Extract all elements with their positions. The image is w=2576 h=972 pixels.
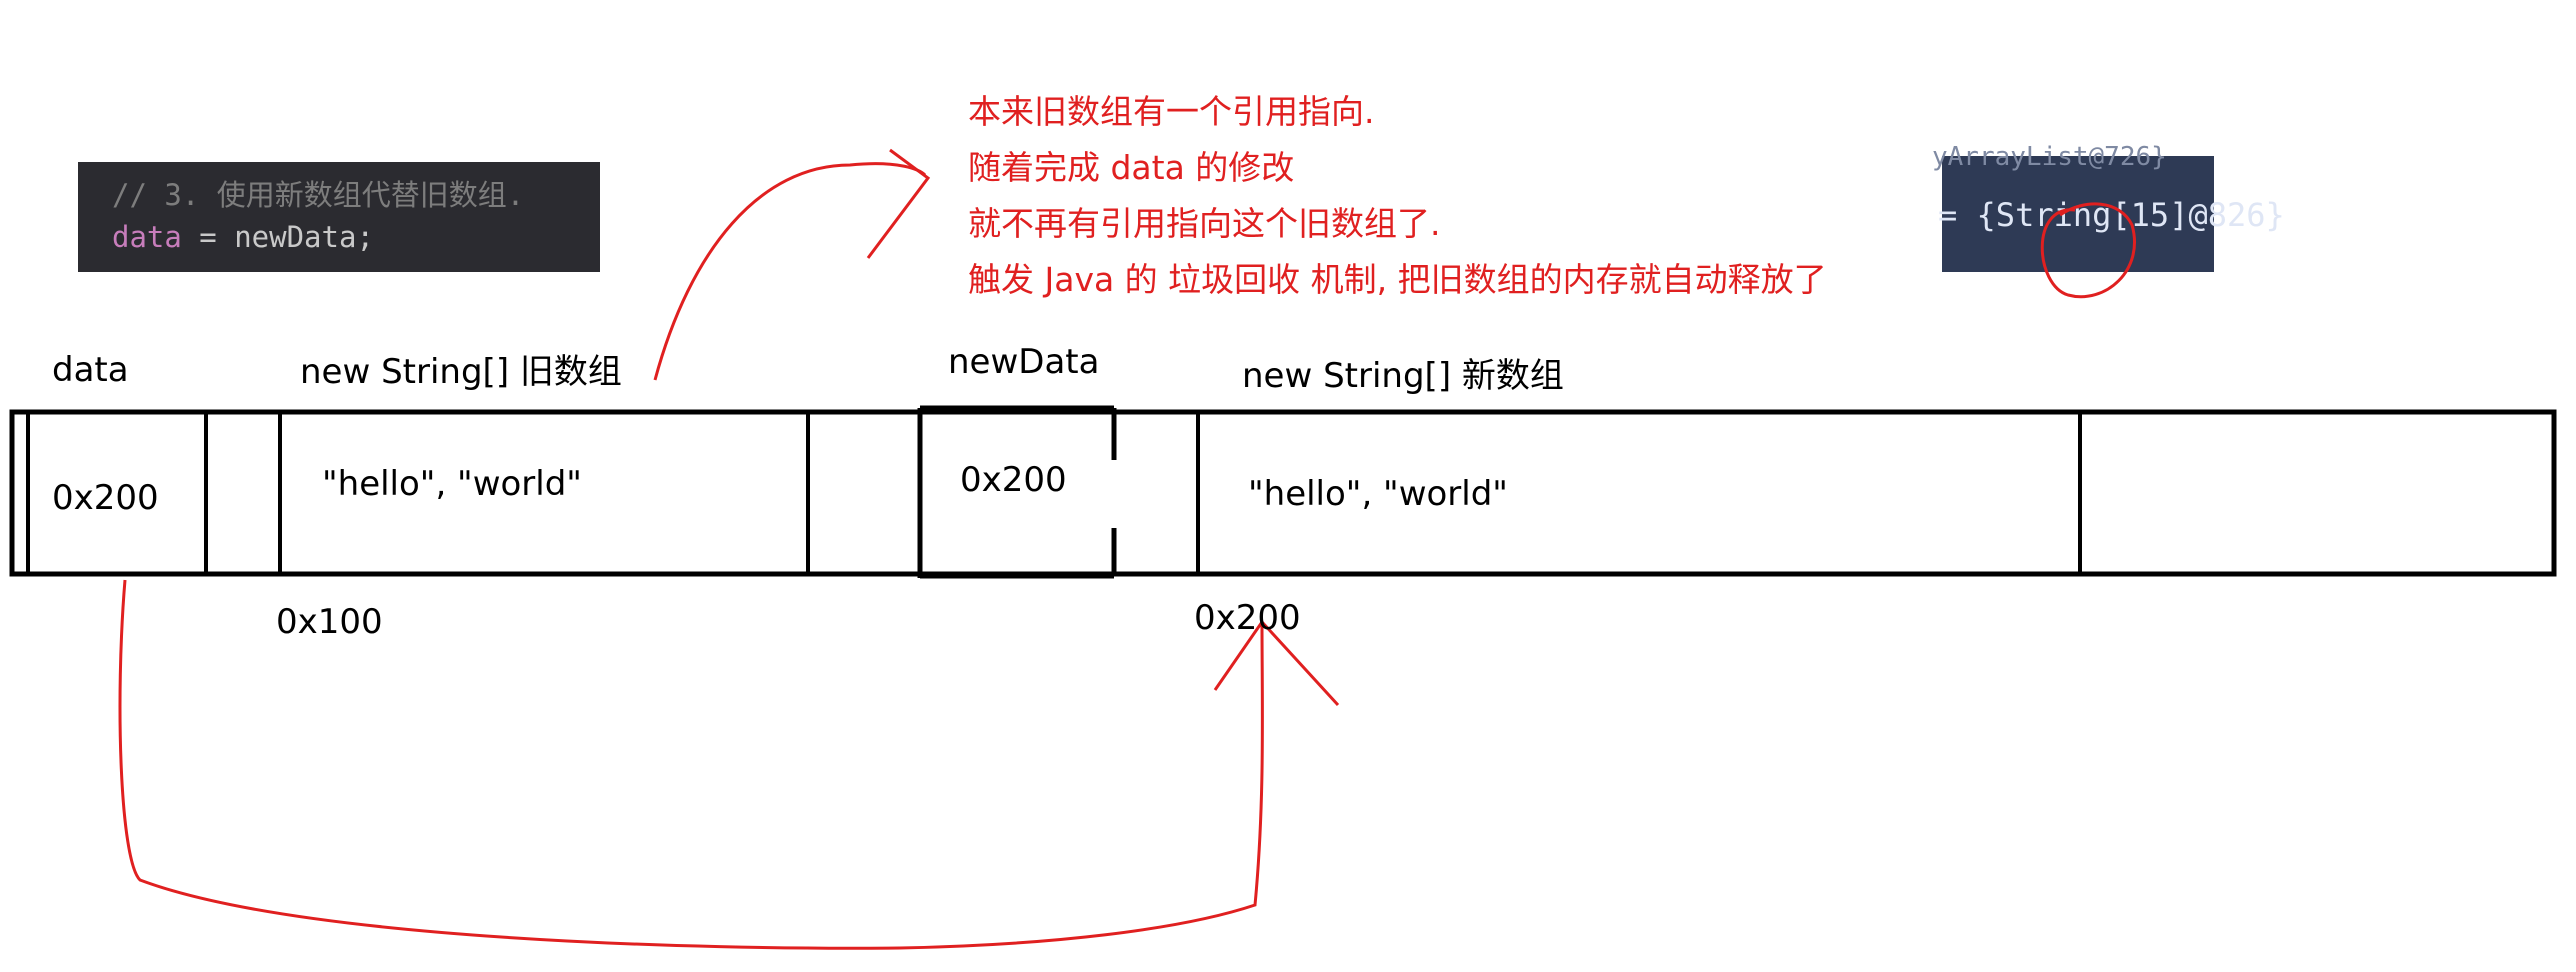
label-new-array: new String[] 新数组 — [1242, 356, 1564, 396]
label-old-array: new String[] 旧数组 — [300, 352, 622, 392]
code-snippet: // 3. 使用新数组代替旧数组. data = newData; — [78, 162, 600, 272]
newdata-cell-value: 0x200 — [960, 460, 1067, 500]
label-data: data — [52, 350, 129, 390]
code-statement: data = newData; — [112, 220, 374, 254]
note-line-2: 随着完成 data 的修改 — [968, 148, 1295, 187]
note-arrow — [653, 162, 927, 381]
note-line-3: 就不再有引用指向这个旧数组了. — [968, 204, 1441, 243]
new-array-address: 0x200 — [1194, 598, 1301, 638]
old-array-content: "hello", "world" — [322, 464, 582, 504]
label-newdata: newData — [948, 342, 1100, 382]
note-line-4: 触发 Java 的 垃圾回收 机制, 把旧数组的内存就自动释放了 — [968, 260, 1827, 299]
debug-highlight-circle — [2040, 202, 2136, 299]
old-array-address: 0x100 — [276, 602, 383, 642]
reference-arrow-head — [1213, 619, 1340, 707]
debug-value: = {String[15]@826} — [1938, 196, 2285, 234]
reference-arrow — [118, 579, 1264, 950]
debug-snippet: yArrayList@726} = {String[15]@826} — [1932, 142, 2285, 272]
note-line-1: 本来旧数组有一个引用指向. — [968, 92, 1375, 131]
data-cell-value: 0x200 — [52, 478, 159, 518]
new-array-content: "hello", "world" — [1248, 474, 1508, 514]
annotation-note: 本来旧数组有一个引用指向. 随着完成 data 的修改 就不再有引用指向这个旧数… — [968, 84, 1827, 308]
code-comment: // 3. 使用新数组代替旧数组. — [112, 178, 525, 212]
code-variable: data — [112, 220, 182, 254]
note-arrow-head — [866, 148, 931, 259]
memory-strip — [9, 409, 2557, 577]
debug-top-line: yArrayList@726} — [1932, 142, 2167, 172]
code-assignment: = newData; — [181, 220, 374, 254]
